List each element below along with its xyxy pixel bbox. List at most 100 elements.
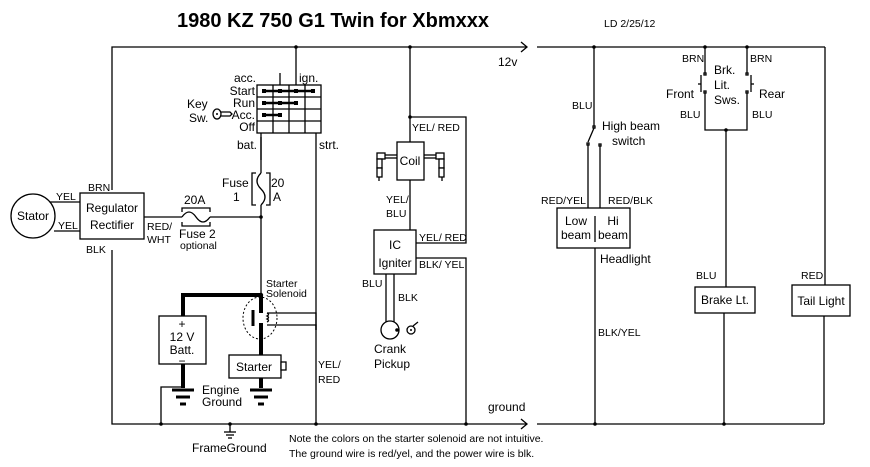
fuse1-label-1: Fuse xyxy=(222,176,249,190)
wire-label-coil-yel-red: YEL/ RED xyxy=(412,122,460,134)
key-icon xyxy=(212,108,233,120)
wire-label-yel-bottom: YEL xyxy=(58,220,78,232)
hi-beam-label-1: Hi xyxy=(607,214,618,228)
stator: Stator xyxy=(10,193,80,239)
brake-switch-label-3: Sws. xyxy=(714,93,740,107)
battery-plus: + xyxy=(178,317,185,331)
wire-label-igniter-yel-red: YEL/ RED xyxy=(419,232,467,244)
ic-igniter xyxy=(373,229,467,424)
wire-label-pickup-blk: BLK xyxy=(398,292,418,304)
brake-switch-label-1: Brk. xyxy=(714,63,735,77)
tail-light-label: Tail Light xyxy=(797,294,845,308)
fuse1-rating-1: 20 xyxy=(271,176,285,190)
wire-label-rear-blu: BLU xyxy=(752,109,772,121)
wire-label-yel-top: YEL xyxy=(56,191,76,203)
fuse1-label-2: 1 xyxy=(233,190,240,204)
terminal-acc: acc. xyxy=(234,71,256,85)
brake-light xyxy=(694,286,756,424)
wire-label-rear-brn: BRN xyxy=(750,53,772,65)
wire-label-yel-blu-1: YEL/ xyxy=(386,194,409,206)
position-run: Run xyxy=(233,96,255,110)
wire-label-red-yel: RED/YEL xyxy=(541,195,586,207)
key-switch-label-2: Sw. xyxy=(189,111,208,125)
wire-label-brn: BRN xyxy=(88,182,110,194)
note-line-2: The ground wire is red/yel, and the powe… xyxy=(289,448,534,460)
crank-pickup-label-2: Pickup xyxy=(374,357,410,371)
battery-label: Batt. xyxy=(170,343,195,357)
battery-voltage: 12 V xyxy=(170,330,195,344)
ignition-coil xyxy=(376,47,467,244)
power-bus xyxy=(111,41,826,290)
regulator-rectifier: Regulator Rectifier xyxy=(79,192,182,240)
brake-switch-label-2: Lit. xyxy=(714,78,730,92)
fuse1-rating-2: A xyxy=(273,190,281,204)
wire-label-yel-red-solenoid-2: RED xyxy=(318,374,341,386)
tail-light xyxy=(791,284,851,424)
engine-ground-label-1: Engine xyxy=(202,383,240,397)
wire-label-blk: BLK xyxy=(86,244,106,256)
terminal-bat: bat. xyxy=(237,138,257,152)
rear-switch-label: Rear xyxy=(759,87,785,101)
power-bus-label: 12v xyxy=(498,55,517,69)
starter-motor xyxy=(228,354,287,406)
low-beam-label-2: beam xyxy=(561,228,591,242)
solenoid-label-2: Solenoid xyxy=(266,288,307,300)
hi-beam-label-2: beam xyxy=(598,228,628,242)
frame-ground-icon xyxy=(224,424,236,439)
wire-label-pickup-blu: BLU xyxy=(362,278,382,290)
wire-label-yel-blu-2: BLU xyxy=(386,208,406,220)
solenoid-label-1: Starter xyxy=(266,278,298,290)
author-date: LD 2/25/12 xyxy=(604,18,656,30)
wire-label-front-blu: BLU xyxy=(680,109,700,121)
frame-ground-label: FrameGround xyxy=(192,441,267,455)
engine-ground-icon-battery xyxy=(172,388,194,406)
wire-label-red-wht-1: RED/ xyxy=(147,221,172,233)
diagram-title: 1980 KZ 750 G1 Twin for Xbmxxx xyxy=(177,10,489,32)
position-off: Off xyxy=(239,120,255,134)
battery-minus: − xyxy=(178,354,185,368)
fuse2-label: Fuse 2 xyxy=(179,227,216,241)
wire-label-igniter-blk-yel: BLK/ YEL xyxy=(419,259,464,271)
wire-label-blk-yel: BLK/YEL xyxy=(598,327,641,339)
starter-label: Starter xyxy=(236,360,272,374)
crank-pickup-label-1: Crank xyxy=(374,342,407,356)
starter-solenoid xyxy=(242,295,317,424)
coil-label: Coil xyxy=(400,154,421,168)
terminal-ign: ign. xyxy=(299,71,318,85)
brake-light-label: Brake Lt. xyxy=(701,293,749,307)
front-switch-label: Front xyxy=(666,87,695,101)
position-acc: Acc. xyxy=(232,108,255,122)
position-start: Start xyxy=(230,84,256,98)
high-beam-switch xyxy=(586,47,602,208)
ground-bus-label: ground xyxy=(488,400,525,414)
fuse-2 xyxy=(181,207,263,227)
igniter-label-1: IC xyxy=(389,238,401,252)
brake-light-switches xyxy=(698,47,754,287)
rectifier-label: Rectifier xyxy=(90,218,134,232)
fuse-1 xyxy=(251,137,271,294)
high-beam-switch-label-2: switch xyxy=(612,134,645,148)
headlight-label: Headlight xyxy=(600,252,651,266)
stator-label: Stator xyxy=(17,209,49,223)
key-switch xyxy=(256,47,322,330)
wire-label-brake-blu: BLU xyxy=(696,270,716,282)
terminal-strt: strt. xyxy=(319,138,339,152)
wire-label-red-wht-2: WHT xyxy=(147,234,171,246)
fuse2-note: optional xyxy=(180,240,217,252)
wire-label-red-blk: RED/BLK xyxy=(608,195,653,207)
fuse2-rating: 20A xyxy=(184,193,205,207)
ground-bus xyxy=(111,250,824,430)
high-beam-switch-label-1: High beam xyxy=(602,119,660,133)
headlight xyxy=(556,207,631,424)
crank-pickup xyxy=(380,320,419,340)
wire-label-tail-red: RED xyxy=(801,270,824,282)
wire-label-front-brn: BRN xyxy=(682,53,704,65)
igniter-label-2: Igniter xyxy=(378,256,411,270)
regulator-label: Regulator xyxy=(86,201,138,215)
note-line-1: Note the colors on the starter solenoid … xyxy=(289,433,543,445)
wire-label-hb-blu: BLU xyxy=(572,100,592,112)
key-switch-label-1: Key xyxy=(187,97,208,111)
low-beam-label-1: Low xyxy=(565,214,587,228)
engine-ground-label-2: Ground xyxy=(202,395,242,409)
